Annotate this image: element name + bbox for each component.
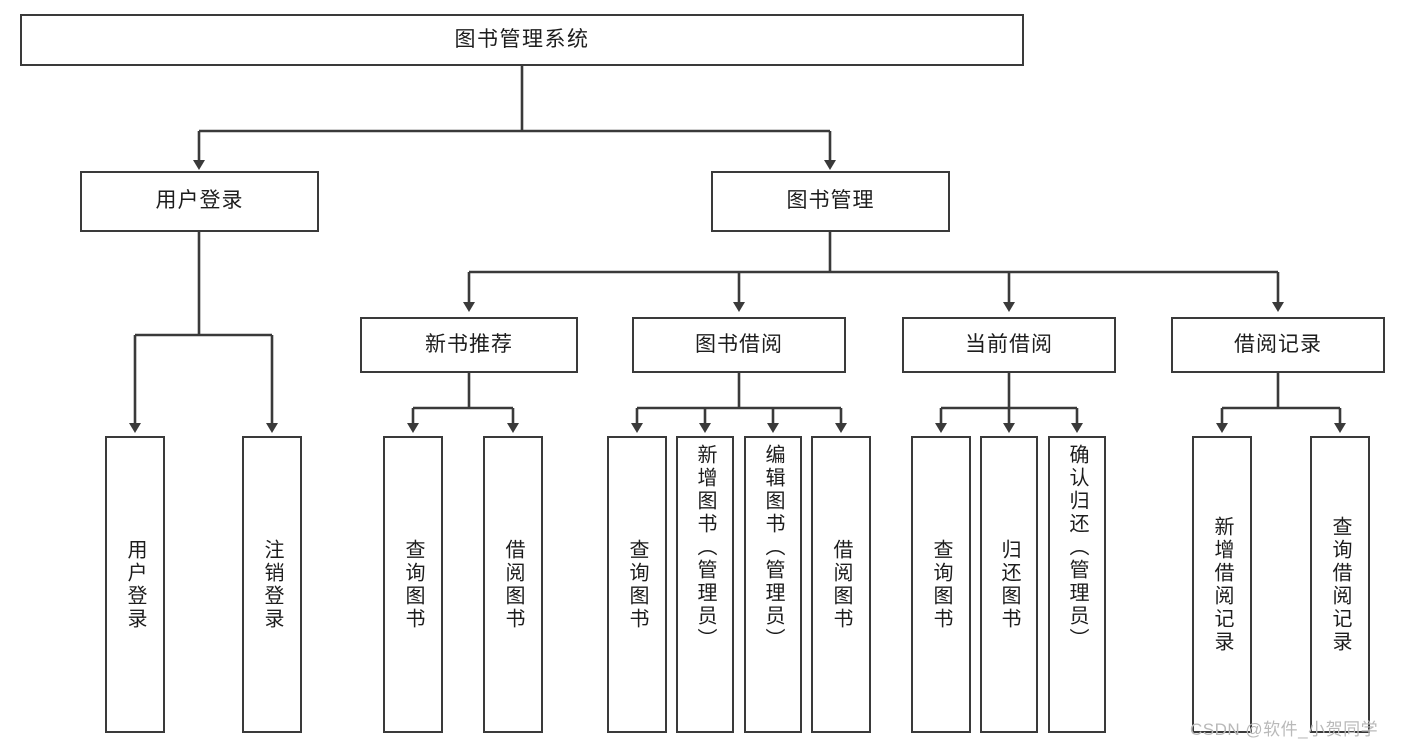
node-label: 归还图书: [998, 538, 1020, 631]
node-label: 用户登录: [124, 538, 146, 631]
node-label: 新增借阅记录: [1211, 515, 1233, 654]
leaf-book-borrow-edit[interactable]: 编辑图书（管理员）: [744, 436, 802, 733]
leaf-user-login-logout[interactable]: 注销登录: [242, 436, 302, 733]
leaf-book-borrow-borrow[interactable]: 借阅图书: [811, 436, 871, 733]
leaf-borrow-record-add[interactable]: 新增借阅记录: [1192, 436, 1252, 733]
node-current-borrow[interactable]: 当前借阅: [902, 317, 1116, 373]
node-label: 用户登录: [155, 189, 244, 213]
node-new-book-recommend[interactable]: 新书推荐: [360, 317, 578, 373]
node-root-system[interactable]: 图书管理系统: [20, 14, 1024, 66]
node-book-management[interactable]: 图书管理: [711, 171, 950, 232]
node-label: 新增图书（管理员）: [694, 444, 716, 651]
leaf-book-borrow-query[interactable]: 查询图书: [607, 436, 667, 733]
leaf-new-book-query[interactable]: 查询图书: [383, 436, 443, 733]
leaf-current-borrow-return[interactable]: 归还图书: [980, 436, 1038, 733]
node-label: 确认归还（管理员）: [1066, 444, 1088, 651]
node-user-login[interactable]: 用户登录: [80, 171, 319, 232]
node-label: 查询图书: [626, 538, 648, 631]
node-label: 编辑图书（管理员）: [762, 444, 784, 651]
watermark-text: CSDN @软件_小贺同学: [1190, 720, 1379, 739]
node-label: 查询图书: [930, 538, 952, 631]
node-borrow-record[interactable]: 借阅记录: [1171, 317, 1385, 373]
node-label: 借阅记录: [1234, 332, 1322, 356]
node-label: 借阅图书: [502, 538, 524, 631]
node-book-borrow[interactable]: 图书借阅: [632, 317, 846, 373]
node-label: 查询图书: [402, 538, 424, 631]
leaf-current-borrow-confirm[interactable]: 确认归还（管理员）: [1048, 436, 1106, 733]
node-label: 图书管理系统: [454, 27, 590, 51]
node-label: 注销登录: [261, 538, 283, 631]
leaf-book-borrow-add[interactable]: 新增图书（管理员）: [676, 436, 734, 733]
leaf-borrow-record-query[interactable]: 查询借阅记录: [1310, 436, 1370, 733]
node-label: 图书借阅: [695, 332, 783, 356]
leaf-new-book-borrow[interactable]: 借阅图书: [483, 436, 543, 733]
leaf-current-borrow-query[interactable]: 查询图书: [911, 436, 971, 733]
node-label: 新书推荐: [425, 332, 513, 356]
node-label: 借阅图书: [830, 538, 852, 631]
node-label: 当前借阅: [965, 332, 1053, 356]
node-label: 查询借阅记录: [1329, 515, 1351, 654]
node-label: 图书管理: [786, 189, 875, 213]
leaf-user-login-login[interactable]: 用户登录: [105, 436, 165, 733]
